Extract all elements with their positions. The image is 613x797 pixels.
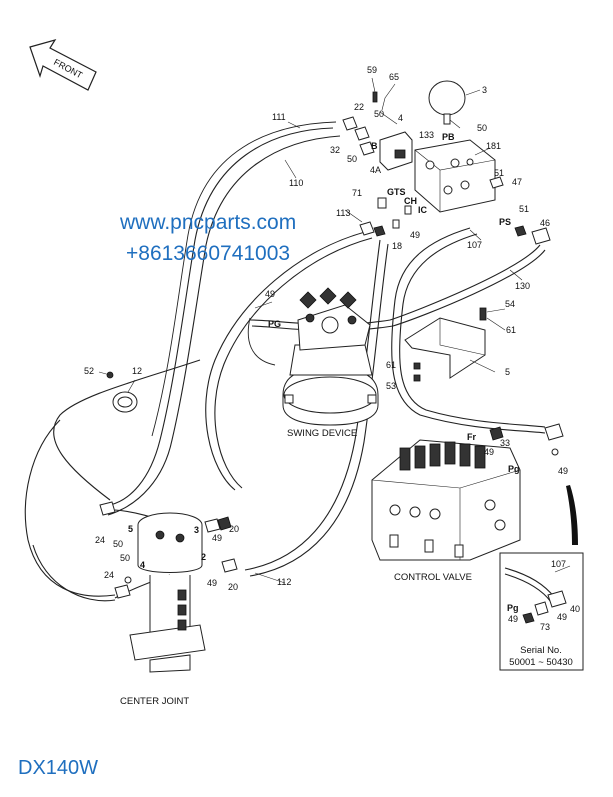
callout: 50 — [113, 539, 123, 549]
callout: 12 — [132, 366, 142, 376]
watermark-phone: +8613660741003 — [126, 242, 291, 265]
watermark-url: www.pncparts.com — [120, 211, 297, 234]
callout: 53 — [386, 381, 396, 391]
valve-spools — [399, 441, 486, 471]
serial-range: 50001 ~ 50430 — [509, 657, 573, 668]
control-valve — [371, 439, 521, 561]
callout: 4A — [370, 165, 381, 175]
swing-device — [282, 287, 379, 426]
callout: PG — [268, 319, 281, 329]
center-joint-caption: CENTER JOINT — [120, 696, 189, 707]
callout: 46 — [540, 218, 550, 228]
callout: 3 — [482, 85, 487, 95]
callout: 40 — [570, 604, 580, 614]
callout: 54 — [505, 299, 515, 309]
pilot-valve-block — [414, 139, 496, 213]
callout: 33 — [500, 438, 510, 448]
model-label: DX140W — [18, 757, 99, 779]
callout: 50 — [374, 109, 384, 119]
callout: IC — [418, 205, 428, 215]
center-joint — [129, 512, 206, 673]
callout: 61 — [386, 360, 396, 370]
callout: 49 — [558, 466, 568, 476]
callout: CH — [404, 196, 417, 206]
callout: 22 — [354, 102, 364, 112]
callout: 133 — [419, 130, 434, 140]
callout: 107 — [467, 240, 482, 250]
control-valve-caption: CONTROL VALVE — [394, 572, 472, 583]
callout: 112 — [277, 577, 291, 587]
callout: 5 — [128, 524, 133, 534]
callout: 47 — [512, 177, 522, 187]
callout: 71 — [352, 188, 362, 198]
callout: 24 — [104, 570, 114, 580]
callout: 3 — [194, 525, 199, 535]
callout: 49 — [508, 614, 518, 624]
callout: Pg — [507, 603, 519, 613]
callout: 49 — [484, 447, 494, 457]
callout: 110 — [289, 178, 303, 188]
accumulator — [428, 80, 466, 125]
callout: 50 — [347, 154, 357, 164]
callout: 49 — [212, 533, 222, 543]
callout: 107 — [551, 559, 566, 569]
callout: 73 — [540, 622, 550, 632]
swing-device-caption: SWING DEVICE — [287, 428, 357, 439]
callout: 51 — [494, 168, 504, 178]
detail-pointer-arrow — [566, 485, 578, 545]
callout: 65 — [389, 72, 399, 82]
callout: PS — [499, 217, 511, 227]
callout: 2 — [201, 552, 206, 562]
callout: 32 — [330, 145, 340, 155]
callout: 49 — [557, 612, 567, 622]
control-valve-fittings — [489, 423, 564, 456]
callout: 49 — [410, 230, 420, 240]
callout: 20 — [228, 582, 238, 592]
front-arrow-icon: FRONT — [29, 39, 97, 91]
callout: 50 — [477, 123, 487, 133]
callout: 52 — [84, 366, 94, 376]
callout: 51 — [519, 204, 529, 214]
callout-labels: 59 65 3 22 50 4 133 PB 50 181 32 B 4A 50… — [84, 65, 580, 632]
callout: Pg — [508, 464, 520, 474]
callout: 59 — [367, 65, 377, 75]
callout: 130 — [515, 281, 530, 291]
solenoid-valve — [379, 131, 413, 171]
center-joint-fittings — [99, 501, 238, 599]
serial-label: Serial No. — [520, 645, 562, 656]
leader-lines — [98, 77, 571, 584]
callout: PB — [442, 132, 455, 142]
callout: 20 — [229, 524, 239, 534]
callout: 5 — [505, 367, 510, 377]
callout: 24 — [95, 535, 105, 545]
callout: 111 — [272, 112, 286, 122]
callout: Fr — [467, 432, 476, 442]
callout: GTS — [387, 187, 406, 197]
hose-clamp — [106, 371, 138, 413]
callout: 18 — [392, 241, 402, 251]
callout: 181 — [486, 141, 501, 151]
callout: 49 — [265, 289, 275, 299]
callout: B — [371, 141, 378, 151]
callout: 49 — [207, 578, 217, 588]
callout: 61 — [506, 325, 516, 335]
callout: 113 — [336, 208, 350, 218]
callout: 4 — [140, 560, 145, 570]
mounting-bracket — [404, 307, 487, 382]
callout: 50 — [120, 553, 130, 563]
top-fittings — [342, 91, 551, 245]
callout: 4 — [398, 113, 403, 123]
serial-detail-box: Serial No. 50001 ~ 50430 — [499, 552, 584, 671]
